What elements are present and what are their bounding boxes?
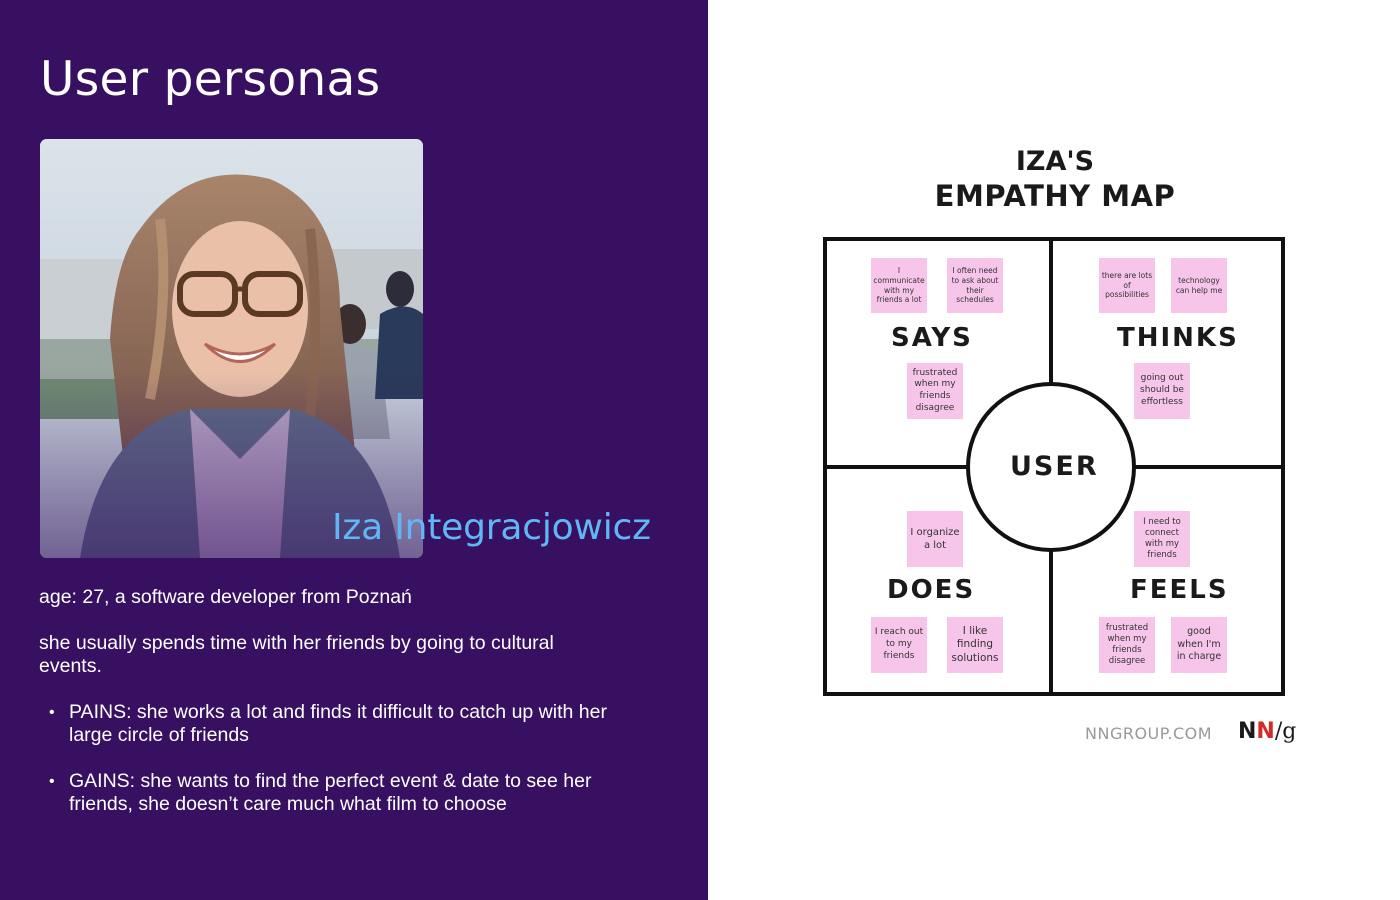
sticky-note: going out should be effortless [1134, 363, 1190, 419]
logo-n1: N [1238, 719, 1257, 744]
gains-text: GAINS: she wants to find the perfect eve… [69, 770, 592, 815]
page-title: User personas [40, 52, 381, 107]
user-center-label: USER [1010, 451, 1099, 482]
sticky-note: good when I'm in charge [1171, 617, 1227, 673]
nng-logo: NN/g [1238, 719, 1296, 744]
pains-text: PAINS: she works a lot and finds it diff… [69, 701, 607, 746]
sticky-note: I need to connect with my friends [1134, 511, 1190, 567]
persona-name: Iza Integracjowicz [332, 507, 651, 548]
sticky-note: I organize a lot [907, 511, 963, 567]
sticky-note: I communicate with my friends a lot [871, 258, 927, 313]
list-item: • GAINS: she wants to find the perfect e… [39, 770, 639, 816]
nngroup-site-text: NNGROUP.COM [1085, 724, 1213, 743]
logo-n2: N [1256, 719, 1275, 744]
sticky-note: frustrated when my friends disagree [1099, 617, 1155, 673]
sticky-note: I often need to ask about their schedule… [947, 258, 1003, 313]
sticky-note: technology can help me [1171, 258, 1227, 313]
quadrant-label-says: SAYS [891, 323, 973, 353]
sticky-note: I reach out to my friends [871, 617, 927, 673]
bullet-icon: • [49, 773, 55, 790]
sticky-note: there are lots of possibilities [1099, 258, 1155, 313]
logo-g: g [1282, 719, 1297, 744]
empathy-map-title-line1: IZA'S [1015, 146, 1095, 177]
quadrant-label-does: DOES [887, 575, 976, 605]
sticky-note: frustrated when my friends disagree [907, 363, 963, 419]
user-circle [966, 382, 1136, 552]
persona-age: age: 27, a software developer from Pozna… [39, 586, 412, 608]
empathy-map-title-line2: EMPATHY MAP [934, 179, 1176, 213]
persona-photo [40, 139, 423, 558]
bullet-icon: • [49, 704, 55, 721]
quadrant-label-feels: FEELS [1130, 575, 1229, 605]
logo-slash: / [1274, 719, 1283, 744]
list-item: • PAINS: she works a lot and finds it di… [39, 701, 639, 747]
persona-habits: she usually spends time with her friends… [39, 632, 554, 677]
sticky-note: I like finding solutions [947, 617, 1003, 673]
quadrant-label-thinks: THINKS [1117, 323, 1239, 353]
pains-gains-list: • PAINS: she works a lot and finds it di… [39, 701, 639, 839]
